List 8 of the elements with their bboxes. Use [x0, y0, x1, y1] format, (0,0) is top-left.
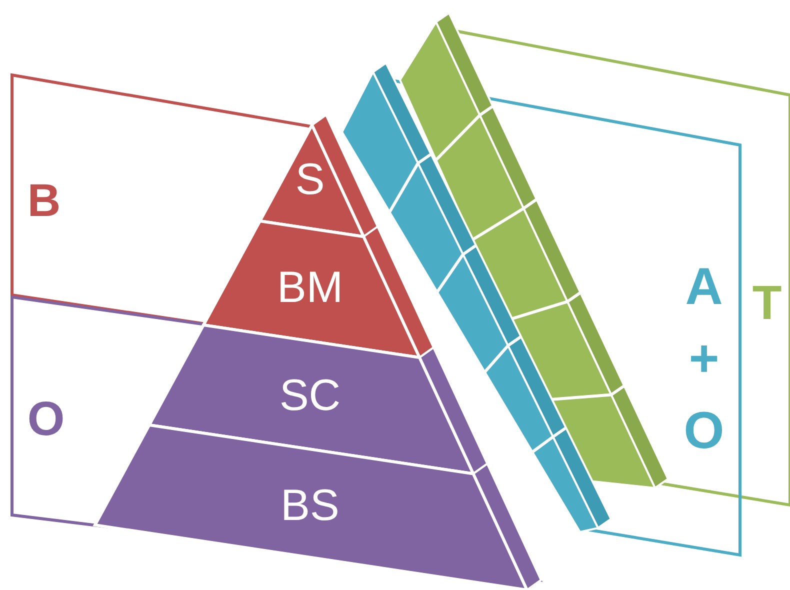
frame-label: T	[752, 276, 782, 332]
layer-label: BS	[280, 480, 340, 532]
layer-label: BM	[277, 262, 343, 314]
frame-label: B	[27, 172, 61, 228]
layer-label: S	[295, 154, 325, 206]
layer-label: SC	[279, 370, 341, 422]
frame-label: A + O	[682, 257, 726, 462]
frame-label: O	[27, 392, 65, 448]
